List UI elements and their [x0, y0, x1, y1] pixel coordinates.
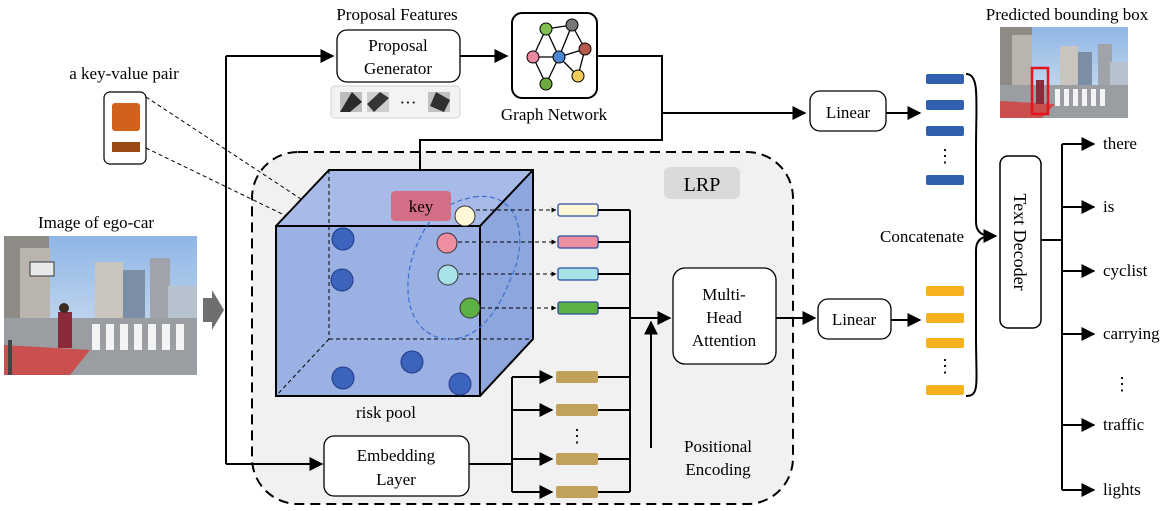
embedding-fanout	[469, 370, 554, 499]
output-words: there is cyclist carrying ⋮ traffic ligh…	[1103, 134, 1160, 499]
orange-token-stack	[926, 286, 964, 395]
predicted-bbox-label: Predicted bounding box	[986, 5, 1149, 24]
svg-text:···: ···	[400, 93, 417, 112]
embedding-vdots: ⋮	[568, 426, 586, 446]
value-dashed-arrows	[458, 207, 557, 311]
lrp-label: LRP	[684, 174, 721, 196]
linear-top-box: Linear	[809, 90, 887, 132]
key-tag: key	[391, 191, 451, 221]
value-tokens	[557, 203, 599, 315]
concatenate-label: Concatenate	[880, 227, 964, 246]
orange-vdots: ⋮	[936, 356, 954, 376]
multi-head-attention-box: Multi- Head Attention	[672, 267, 777, 365]
svg-text:Generator: Generator	[364, 59, 432, 78]
svg-text:Multi-: Multi-	[702, 285, 746, 304]
graph-to-key-arrow	[413, 113, 663, 187]
output-word: cyclist	[1103, 261, 1148, 280]
value-balls	[436, 205, 481, 319]
key-value-pair-label: a key-value pair	[69, 64, 179, 83]
lrp-tag	[664, 167, 740, 199]
output-word: there	[1103, 134, 1137, 153]
gray-block-arrow-icon	[203, 290, 224, 330]
positional-encoding-label-2: Encoding	[685, 460, 751, 479]
output-word: is	[1103, 197, 1114, 216]
proposal-generator-box: Proposal Generator	[336, 29, 461, 83]
blue-vdots: ⋮	[936, 146, 954, 166]
graph-network-icon	[511, 12, 598, 99]
linear-bottom-box: Linear	[817, 298, 892, 340]
svg-text:Text Decoder: Text Decoder	[1010, 193, 1030, 290]
output-word: traffic	[1103, 415, 1145, 434]
embedding-tokens	[556, 371, 598, 498]
street-scene-with-bbox-image	[1000, 27, 1128, 118]
key-value-card-icon	[103, 91, 147, 165]
svg-text:Layer: Layer	[376, 470, 416, 489]
svg-text:Embedding: Embedding	[357, 446, 436, 465]
selection-oval	[407, 195, 521, 340]
risk-pool-label: risk pool	[356, 403, 416, 422]
svg-text:Proposal: Proposal	[368, 36, 428, 55]
input-bus	[225, 49, 335, 471]
embedding-collector	[598, 311, 672, 493]
proposal-features-label: Proposal Features	[336, 5, 457, 24]
text-decoder-box: Text Decoder	[999, 155, 1042, 329]
output-vdots: ⋮	[1113, 374, 1131, 394]
graph-network-label: Graph Network	[501, 105, 608, 124]
street-scene-image	[4, 236, 197, 375]
memory-balls	[330, 227, 472, 396]
output-word: lights	[1103, 480, 1141, 499]
svg-text:Linear: Linear	[826, 103, 871, 122]
output-word: carrying	[1103, 324, 1160, 343]
embedding-layer-box: Embedding Layer	[323, 435, 470, 497]
image-ego-car-label: Image of ego-car	[38, 213, 154, 232]
svg-text:Linear: Linear	[832, 310, 877, 329]
proposal-features-strip: ···	[330, 85, 461, 119]
svg-text:key: key	[409, 197, 434, 216]
positional-encoding-label-1: Positional	[684, 437, 752, 456]
output-word-fan	[1061, 137, 1096, 497]
svg-text:Attention: Attention	[692, 331, 757, 350]
graph-to-linear-arrow	[597, 55, 807, 120]
concatenate-brace	[965, 73, 993, 397]
value-collector	[598, 209, 631, 318]
blue-token-stack	[926, 74, 964, 185]
svg-text:Head: Head	[706, 308, 742, 327]
